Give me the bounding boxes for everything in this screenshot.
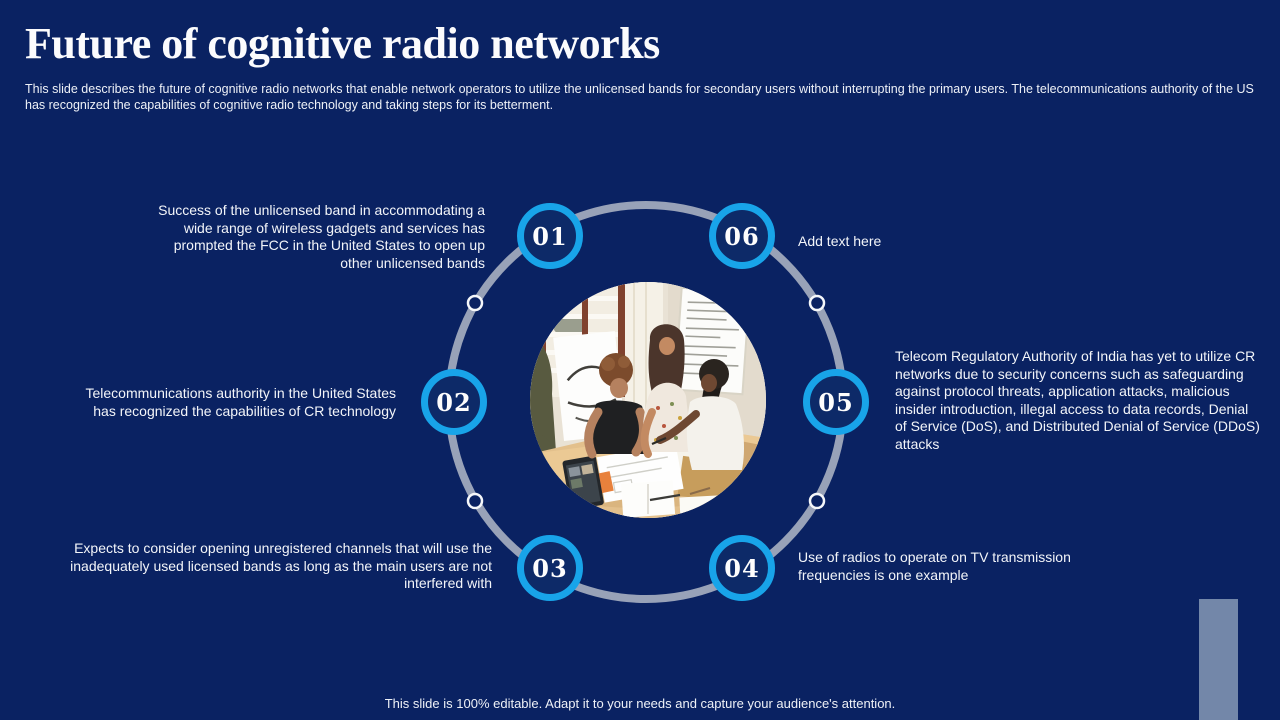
node-01-number: 01 bbox=[532, 221, 568, 251]
node-03-text: Expects to consider opening unregistered… bbox=[70, 540, 492, 591]
node-03: 03 bbox=[517, 535, 583, 601]
connector-dot bbox=[466, 492, 484, 510]
node-03-number: 03 bbox=[532, 553, 568, 583]
node-04: 04 bbox=[709, 535, 775, 601]
node-02: 02 bbox=[421, 369, 487, 435]
node-06-text-placeholder: Add text here bbox=[798, 233, 882, 249]
connector-dot bbox=[808, 492, 826, 510]
team-collaboration-illustration bbox=[530, 282, 766, 518]
node-06-number: 06 bbox=[724, 221, 760, 251]
node-02-number: 02 bbox=[436, 387, 472, 417]
connector-dot bbox=[808, 294, 826, 312]
side-accent-bar bbox=[1199, 599, 1238, 720]
node-01: 01 bbox=[517, 203, 583, 269]
node-04-number: 04 bbox=[724, 553, 760, 583]
node-05: 05 bbox=[803, 369, 869, 435]
node-01-text: Success of the unlicensed band in accomm… bbox=[158, 202, 485, 271]
center-photo bbox=[530, 282, 766, 518]
node-02-text: Telecommunications authority in the Unit… bbox=[85, 385, 397, 419]
person-braids bbox=[651, 359, 744, 470]
node-05-text: Telecom Regulatory Authority of India ha… bbox=[895, 348, 1260, 452]
editable-note: This slide is 100% editable. Adapt it to… bbox=[384, 696, 896, 711]
person-floral-dress bbox=[640, 324, 692, 458]
page-title: Future of cognitive radio networks bbox=[25, 19, 660, 68]
node-04-text: Use of radios to operate on TV transmiss… bbox=[798, 549, 1071, 583]
node-05-number: 05 bbox=[818, 387, 854, 417]
connector-dot bbox=[466, 294, 484, 312]
node-06: 06 bbox=[709, 203, 775, 269]
slide-description: This slide describes the future of cogni… bbox=[25, 82, 1254, 112]
